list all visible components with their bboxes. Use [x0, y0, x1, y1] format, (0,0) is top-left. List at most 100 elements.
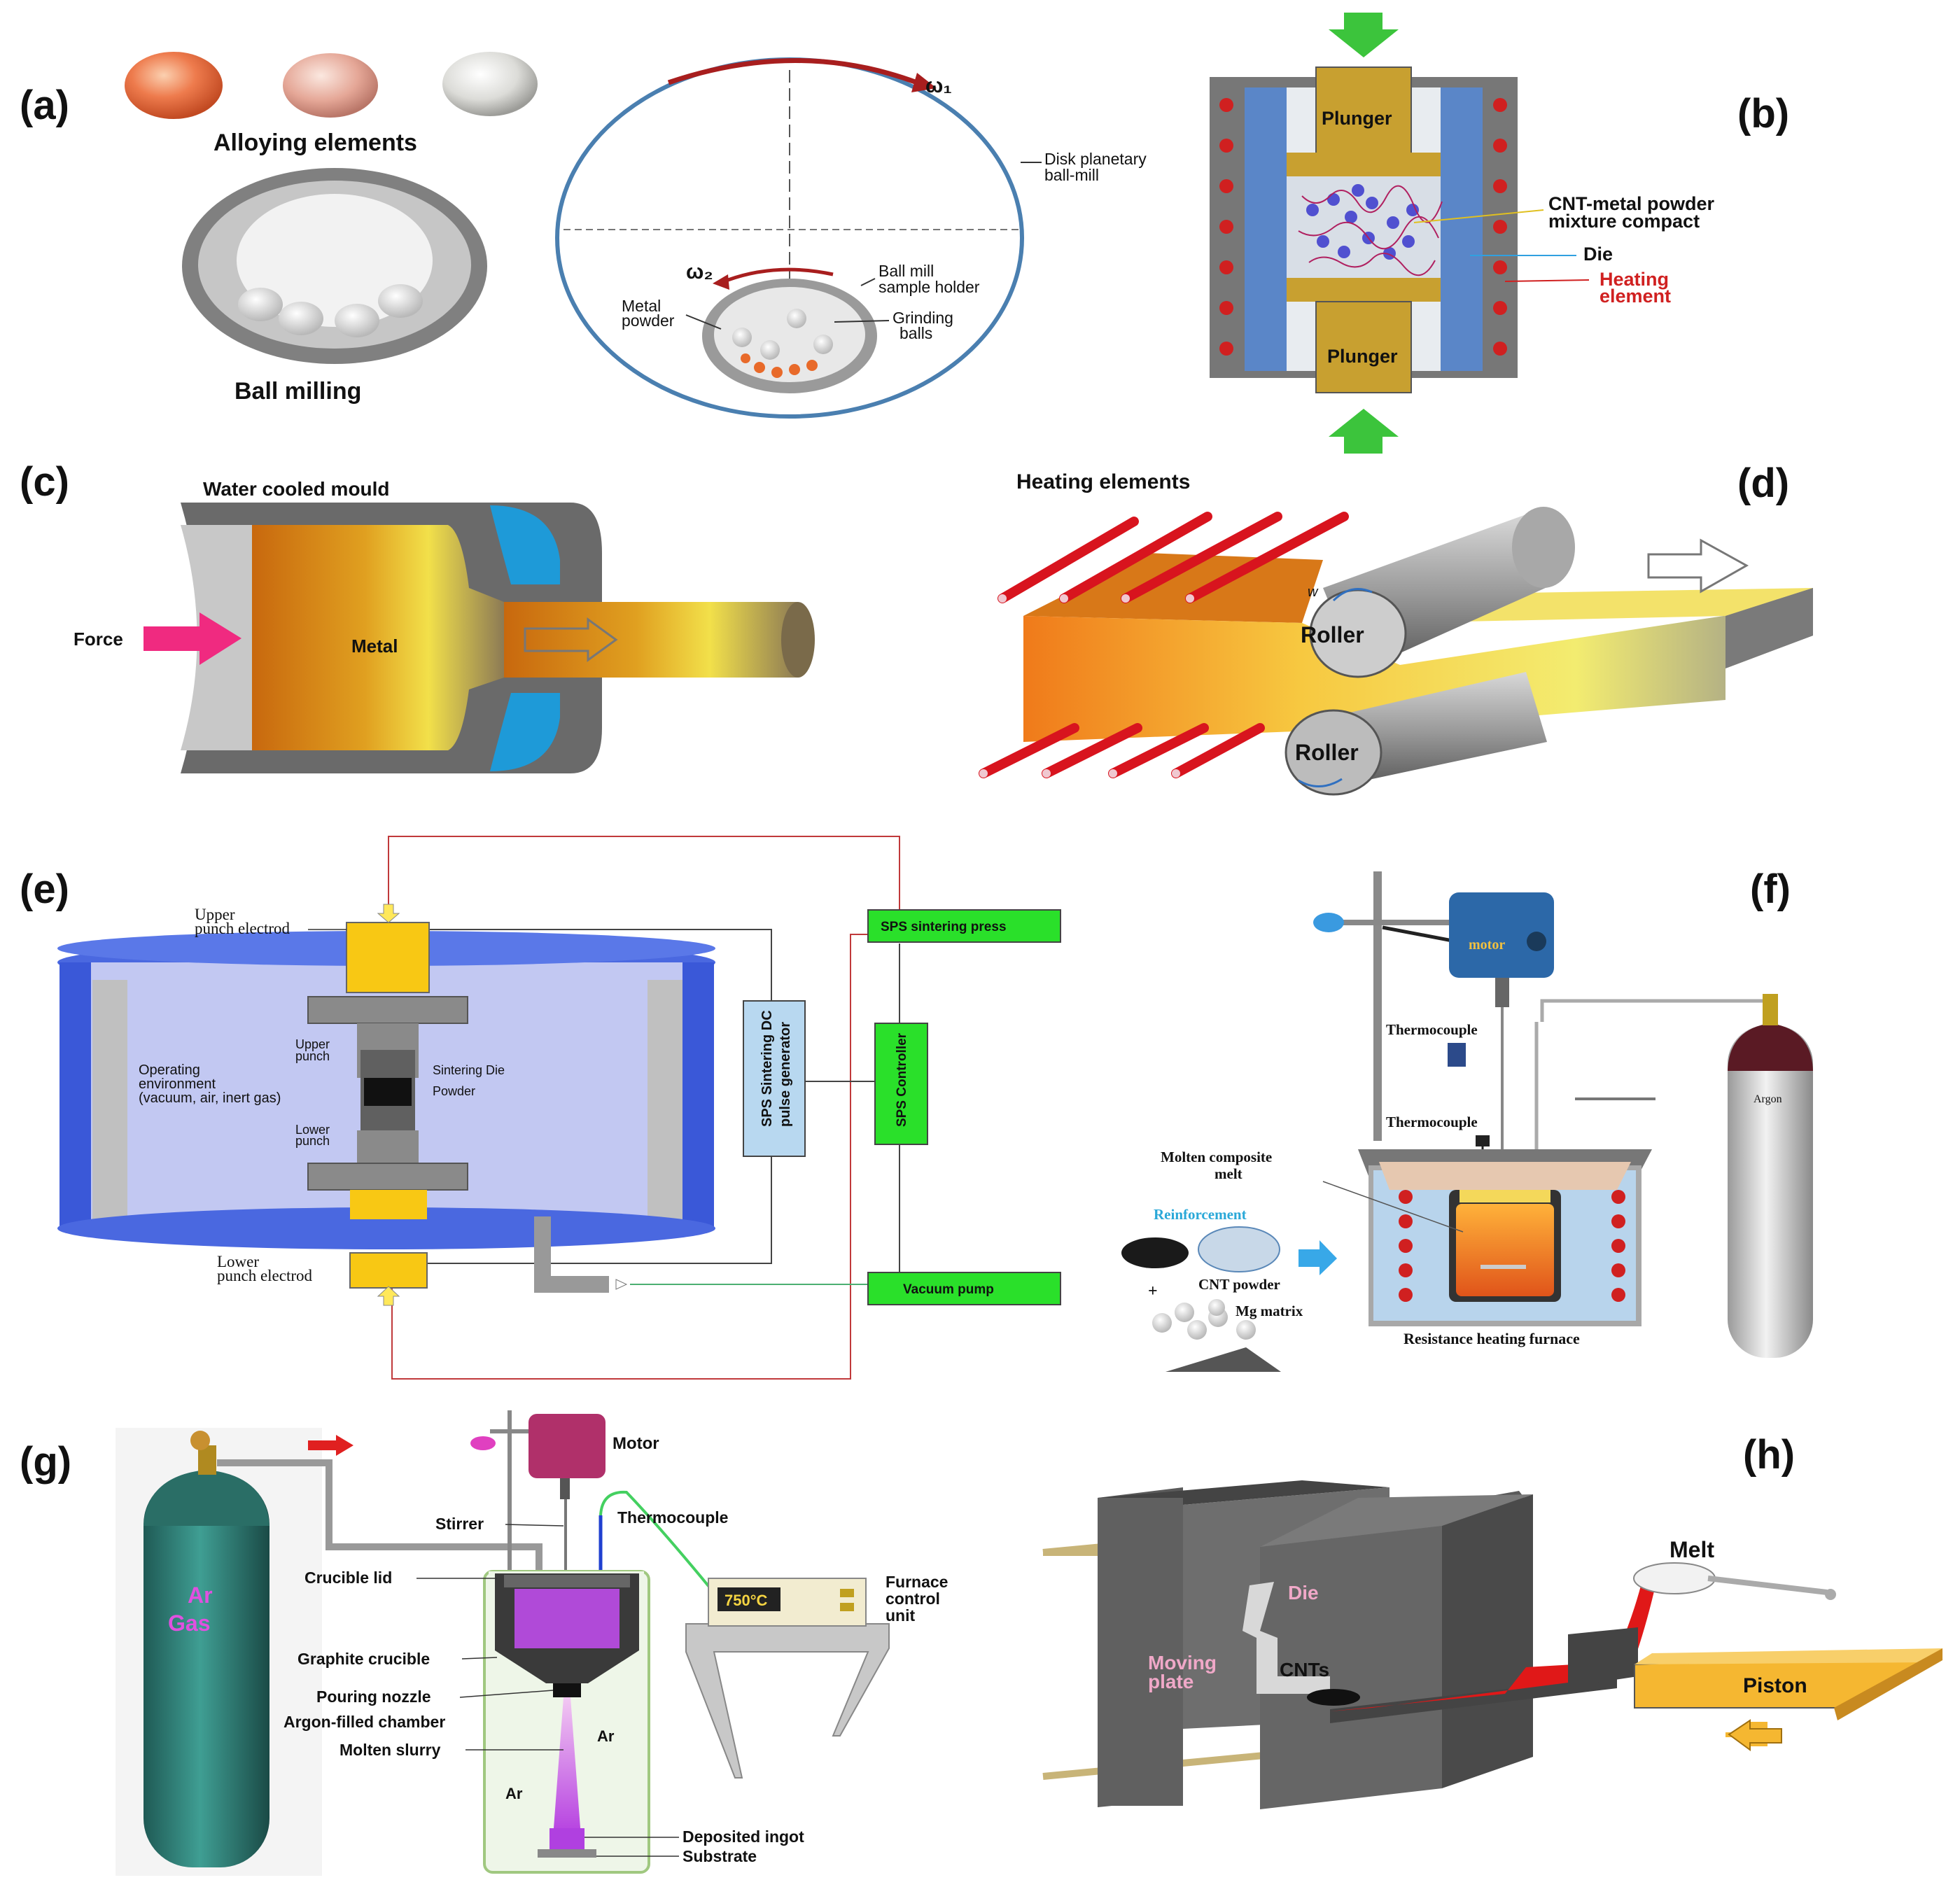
environment-label-3: (vacuum, air, inert gas)	[139, 1090, 281, 1106]
cnt-particles	[1298, 184, 1443, 276]
furnace-unit-label-2: control	[886, 1590, 940, 1608]
moving-plate-label-1: Moving	[1148, 1652, 1217, 1674]
molten-melt	[1456, 1204, 1554, 1296]
slab	[1023, 588, 1813, 742]
panel-g-spray-forming: Ar Gas Motor Stirrer Thermocouple Ar Ar …	[115, 1410, 948, 1876]
temperature-display: 750°C	[724, 1592, 768, 1609]
nozzle-label: Pouring nozzle	[316, 1688, 431, 1706]
gas-flow-arrow	[308, 1435, 354, 1456]
clamp-knob	[1313, 913, 1344, 932]
panel-label-h: (h)	[1743, 1432, 1795, 1478]
slurry-label: Molten slurry	[340, 1741, 441, 1759]
panel-label-d: (d)	[1737, 461, 1789, 506]
upper-electrode-label-1: Upper	[195, 906, 235, 923]
stand-rod	[1373, 871, 1382, 1141]
motor-body	[1449, 892, 1554, 978]
ar-label-2: Ar	[505, 1785, 523, 1802]
ball-milling-label: Ball milling	[234, 378, 361, 405]
plunger-top-label: Plunger	[1322, 108, 1392, 129]
alloy-sphere-orange	[125, 52, 223, 119]
alloy-sphere-white	[442, 52, 538, 116]
moving-plate	[1098, 1498, 1183, 1806]
die-label-b: Die	[1583, 244, 1613, 265]
lower-plunger-head	[1287, 278, 1441, 302]
cooling-channel-bottom	[490, 693, 560, 771]
furnace-unit-label-3: unit	[886, 1606, 915, 1625]
upper-punch-label-1: Upper	[295, 1037, 330, 1051]
ar-gas-cylinder	[144, 1475, 270, 1867]
melt-label: Melt	[1670, 1537, 1714, 1562]
cnt-mix-label-1: CNT-metal powder	[1548, 193, 1715, 214]
controller-label: SPS Controller	[895, 1032, 909, 1127]
plus-sign: +	[1148, 1282, 1158, 1300]
molten-slurry	[553, 1697, 581, 1837]
mg-balls	[1152, 1299, 1256, 1340]
grinding-ball	[335, 304, 379, 337]
deposited-label: Deposited ingot	[682, 1828, 804, 1846]
cnts-label: CNTs	[1280, 1659, 1329, 1681]
upper-punch-label-2: punch	[295, 1049, 330, 1063]
grinding-ball	[238, 288, 283, 321]
cnt-powder-pile	[1121, 1237, 1189, 1268]
omega1-label: ω₁	[925, 74, 952, 97]
panel-label-a: (a)	[20, 83, 69, 128]
gas-line	[217, 1459, 542, 1578]
reinforcement-label: Reinforcement	[1154, 1206, 1247, 1223]
sample-holder-label-1: Ball mill	[878, 262, 934, 280]
metal-powder-label-2: powder	[622, 311, 675, 330]
fixed-die	[1260, 1526, 1442, 1809]
extrudate	[504, 602, 798, 678]
lower-electrode-label-2: punch electrod	[217, 1267, 313, 1284]
lower-punch-label-1: Lower	[295, 1123, 330, 1137]
panel-d-rolling: Heating elements Roller w Roller	[979, 470, 1813, 796]
disk-mill-label-2: ball-mill	[1044, 166, 1099, 184]
panel-a-ball-milling: Alloying elements Ball milling ω₁ Disk p…	[125, 52, 1147, 419]
upper-electrode-label-2: punch electrod	[195, 920, 290, 937]
force-label: Force	[74, 629, 123, 650]
motor-label-f: motor	[1469, 937, 1505, 953]
powder	[364, 1078, 412, 1106]
arrowhead	[911, 73, 937, 92]
stirrer-label: Stirrer	[435, 1515, 484, 1533]
furnace-label-f: Resistance heating furnace	[1404, 1330, 1580, 1347]
roller-top-label: Roller	[1301, 622, 1364, 647]
argon-cylinder	[1728, 1025, 1813, 1358]
substrate-label: Substrate	[682, 1847, 757, 1865]
heating-element-label-2: element	[1600, 286, 1671, 307]
molten-label-1: Molten composite	[1161, 1149, 1272, 1165]
environment-label-2: environment	[139, 1076, 216, 1092]
grinding-ball	[279, 302, 323, 335]
sintering-die-label: Sintering Die	[433, 1063, 505, 1077]
upper-plunger-head	[1287, 153, 1441, 176]
omega2-label: ω₂	[686, 260, 713, 283]
press-arrow-up	[1329, 409, 1399, 454]
roller-bottom-label: Roller	[1295, 740, 1359, 765]
graphite-label: Graphite crucible	[298, 1650, 430, 1668]
metal-label: Metal	[351, 636, 398, 657]
panel-e-sps: Upper punch electrod Lower punch electro…	[57, 836, 1061, 1380]
mould-label: Water cooled mould	[203, 478, 390, 500]
molten-metal-g	[514, 1589, 620, 1648]
heating-element-label-1: Heating	[1600, 269, 1669, 290]
moving-plate-label-2: plate	[1148, 1671, 1194, 1692]
upper-electrode	[346, 922, 430, 993]
cnt-structure	[1198, 1226, 1280, 1272]
lower-electrode-label-1: Lower	[217, 1253, 259, 1270]
heating-elements-label: Heating elements	[1016, 470, 1190, 493]
upper-plunger	[1315, 66, 1412, 155]
disk-mill-label-1: Disk planetary	[1044, 150, 1147, 168]
pulse-gen-label-2: pulse generator	[778, 1022, 793, 1127]
panel-label-f: (f)	[1750, 867, 1791, 912]
rolling-direction-arrow	[1647, 538, 1749, 594]
panel-b-hot-press: Plunger Plunger CNT-metal powder mixture…	[1210, 13, 1715, 454]
thermocouple-label-g: Thermocouple	[617, 1508, 728, 1527]
deposited-ingot	[550, 1828, 584, 1849]
cooling-channel-top	[490, 505, 560, 584]
chamber-label: Argon-filled chamber	[284, 1713, 445, 1731]
ar-gas-label-1: Ar	[188, 1583, 213, 1608]
powder-label: Powder	[433, 1084, 475, 1098]
lower-electrode	[349, 1252, 428, 1289]
ar-label-1: Ar	[597, 1727, 615, 1745]
argon-label: Argon	[1754, 1093, 1782, 1105]
